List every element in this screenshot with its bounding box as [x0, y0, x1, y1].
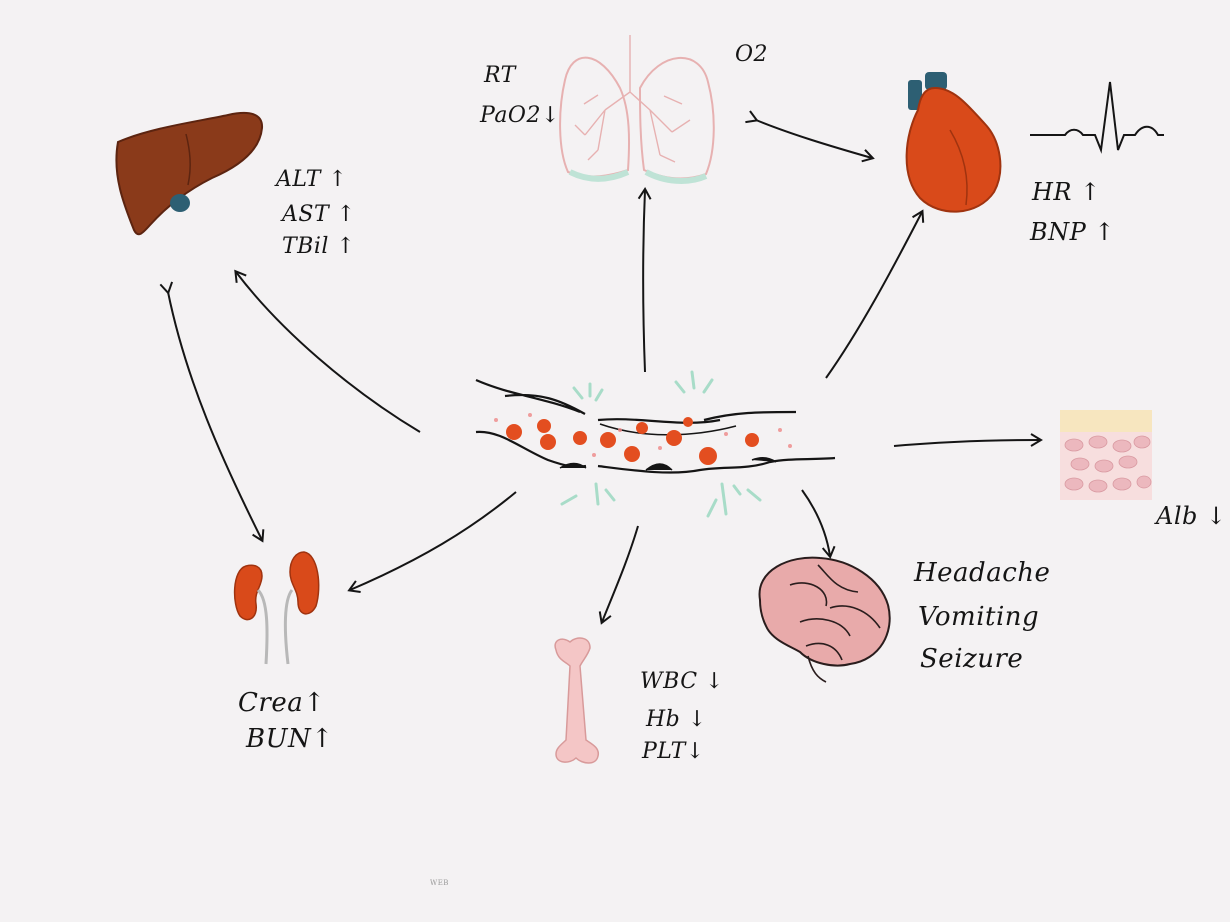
brain-icon — [758, 556, 891, 683]
heart-label-bnp: BNP ↑ — [1030, 218, 1116, 246]
arrow-lungs-heart — [745, 110, 875, 163]
oxygen-label: O2 — [735, 42, 769, 67]
arrow-to-brain — [801, 489, 836, 559]
heart-label-hr: HR ↑ — [1032, 178, 1101, 206]
brain-label-headache: Headache — [914, 558, 1051, 588]
heart-icon — [905, 72, 1002, 213]
bone-icon — [554, 637, 600, 764]
albumin-label: Alb ↓ — [1156, 502, 1227, 530]
arrow-to-bone — [598, 525, 639, 625]
arrow-to-lungs — [637, 187, 652, 373]
bone-label-plt: PLT↓ — [642, 739, 705, 764]
kidney-label-bun: BUN↑ — [246, 724, 334, 754]
lung-label-rt: RT — [484, 63, 516, 88]
ecg-waveform — [1030, 81, 1164, 154]
arrow-to-kidneys — [347, 491, 517, 593]
brain-label-seizure: Seizure — [920, 644, 1024, 674]
arrow-to-heart — [825, 209, 925, 379]
kidney-label-crea: Crea↑ — [238, 688, 326, 718]
bone-label-wbc: WBC ↓ — [640, 669, 724, 694]
bone-label-hb: Hb ↓ — [646, 707, 707, 732]
liver-label-alt: ALT ↑ — [276, 167, 348, 192]
liver-label-tbil: TBil ↑ — [282, 234, 356, 259]
arrow-to-tissue — [893, 433, 1043, 447]
liver-icon — [115, 111, 264, 236]
arrow-to-liver — [234, 269, 421, 433]
brain-label-vomiting: Vomiting — [918, 602, 1040, 632]
lungs-icon — [559, 35, 715, 184]
central-vessel-icon — [475, 370, 836, 518]
footer-mark: WEB — [430, 879, 449, 887]
kidneys-icon — [233, 551, 320, 665]
liver-label-ast: AST ↑ — [282, 202, 356, 227]
arrow-liver-kidneys — [159, 281, 265, 543]
tissue-block-icon — [1060, 410, 1152, 500]
lung-label-pao2: PaO2↓ — [480, 103, 560, 128]
